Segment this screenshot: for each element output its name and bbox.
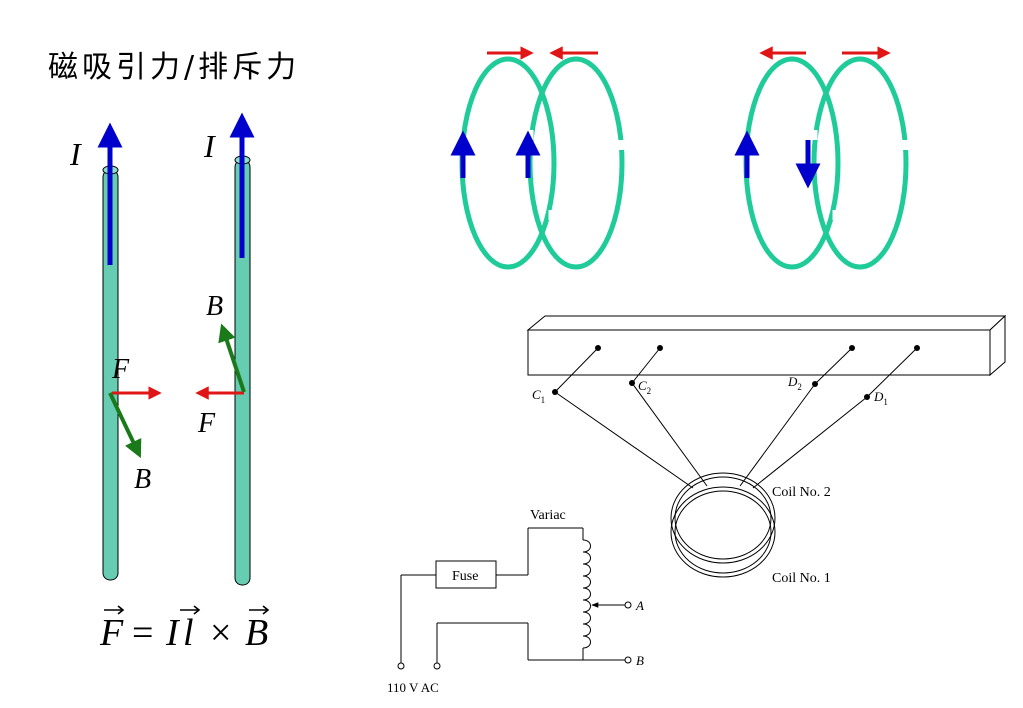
terminal-b-label: B	[636, 653, 644, 668]
suspension-points	[552, 345, 920, 400]
terminal-a-label: A	[635, 598, 644, 613]
force-label-right: F	[197, 408, 216, 439]
formula-f: F	[99, 612, 124, 654]
formula-cross: ×	[210, 612, 231, 654]
label-d2: D2	[787, 374, 802, 392]
loop-pair-attract	[459, 56, 625, 270]
loop-1b	[527, 56, 625, 270]
field-arrow-right	[218, 323, 246, 393]
support-beam	[526, 314, 1007, 377]
page-title: 磁吸引力/排斥力	[48, 50, 301, 85]
loop-1a	[459, 56, 557, 270]
formula-l: l	[183, 612, 194, 654]
formula-eq: =	[132, 612, 153, 654]
formula-b: B	[245, 612, 268, 654]
label-d1: D1	[873, 389, 888, 407]
field-label-left: B	[134, 464, 151, 495]
variac-label: Variac	[530, 508, 566, 523]
loop-2a	[743, 56, 841, 270]
loop-2b	[811, 56, 909, 270]
lorentz-formula: F = I l × B	[99, 605, 270, 654]
fuse-box	[435, 560, 497, 589]
field-label-right: B	[206, 291, 223, 322]
formula-i: I	[165, 612, 181, 654]
variac-circuit	[397, 527, 632, 670]
force-label-left: F	[111, 354, 130, 385]
fuse-label: Fuse	[452, 569, 478, 584]
field-arrow-left	[108, 392, 142, 459]
supply-label: 110 V AC	[387, 680, 439, 695]
coil1-label: Coil No. 1	[772, 571, 831, 586]
suspension-threads	[554, 347, 918, 489]
coil2-label: Coil No. 2	[772, 485, 831, 500]
apparatus-labels: C1 C2 D2 D1	[532, 374, 888, 407]
label-c1: C1	[532, 387, 545, 405]
current-label-right: I	[203, 128, 216, 164]
coil-pair	[670, 472, 776, 578]
label-c2: C2	[638, 378, 651, 396]
loop-pair-repel	[743, 56, 909, 270]
current-label-left: I	[69, 136, 82, 172]
